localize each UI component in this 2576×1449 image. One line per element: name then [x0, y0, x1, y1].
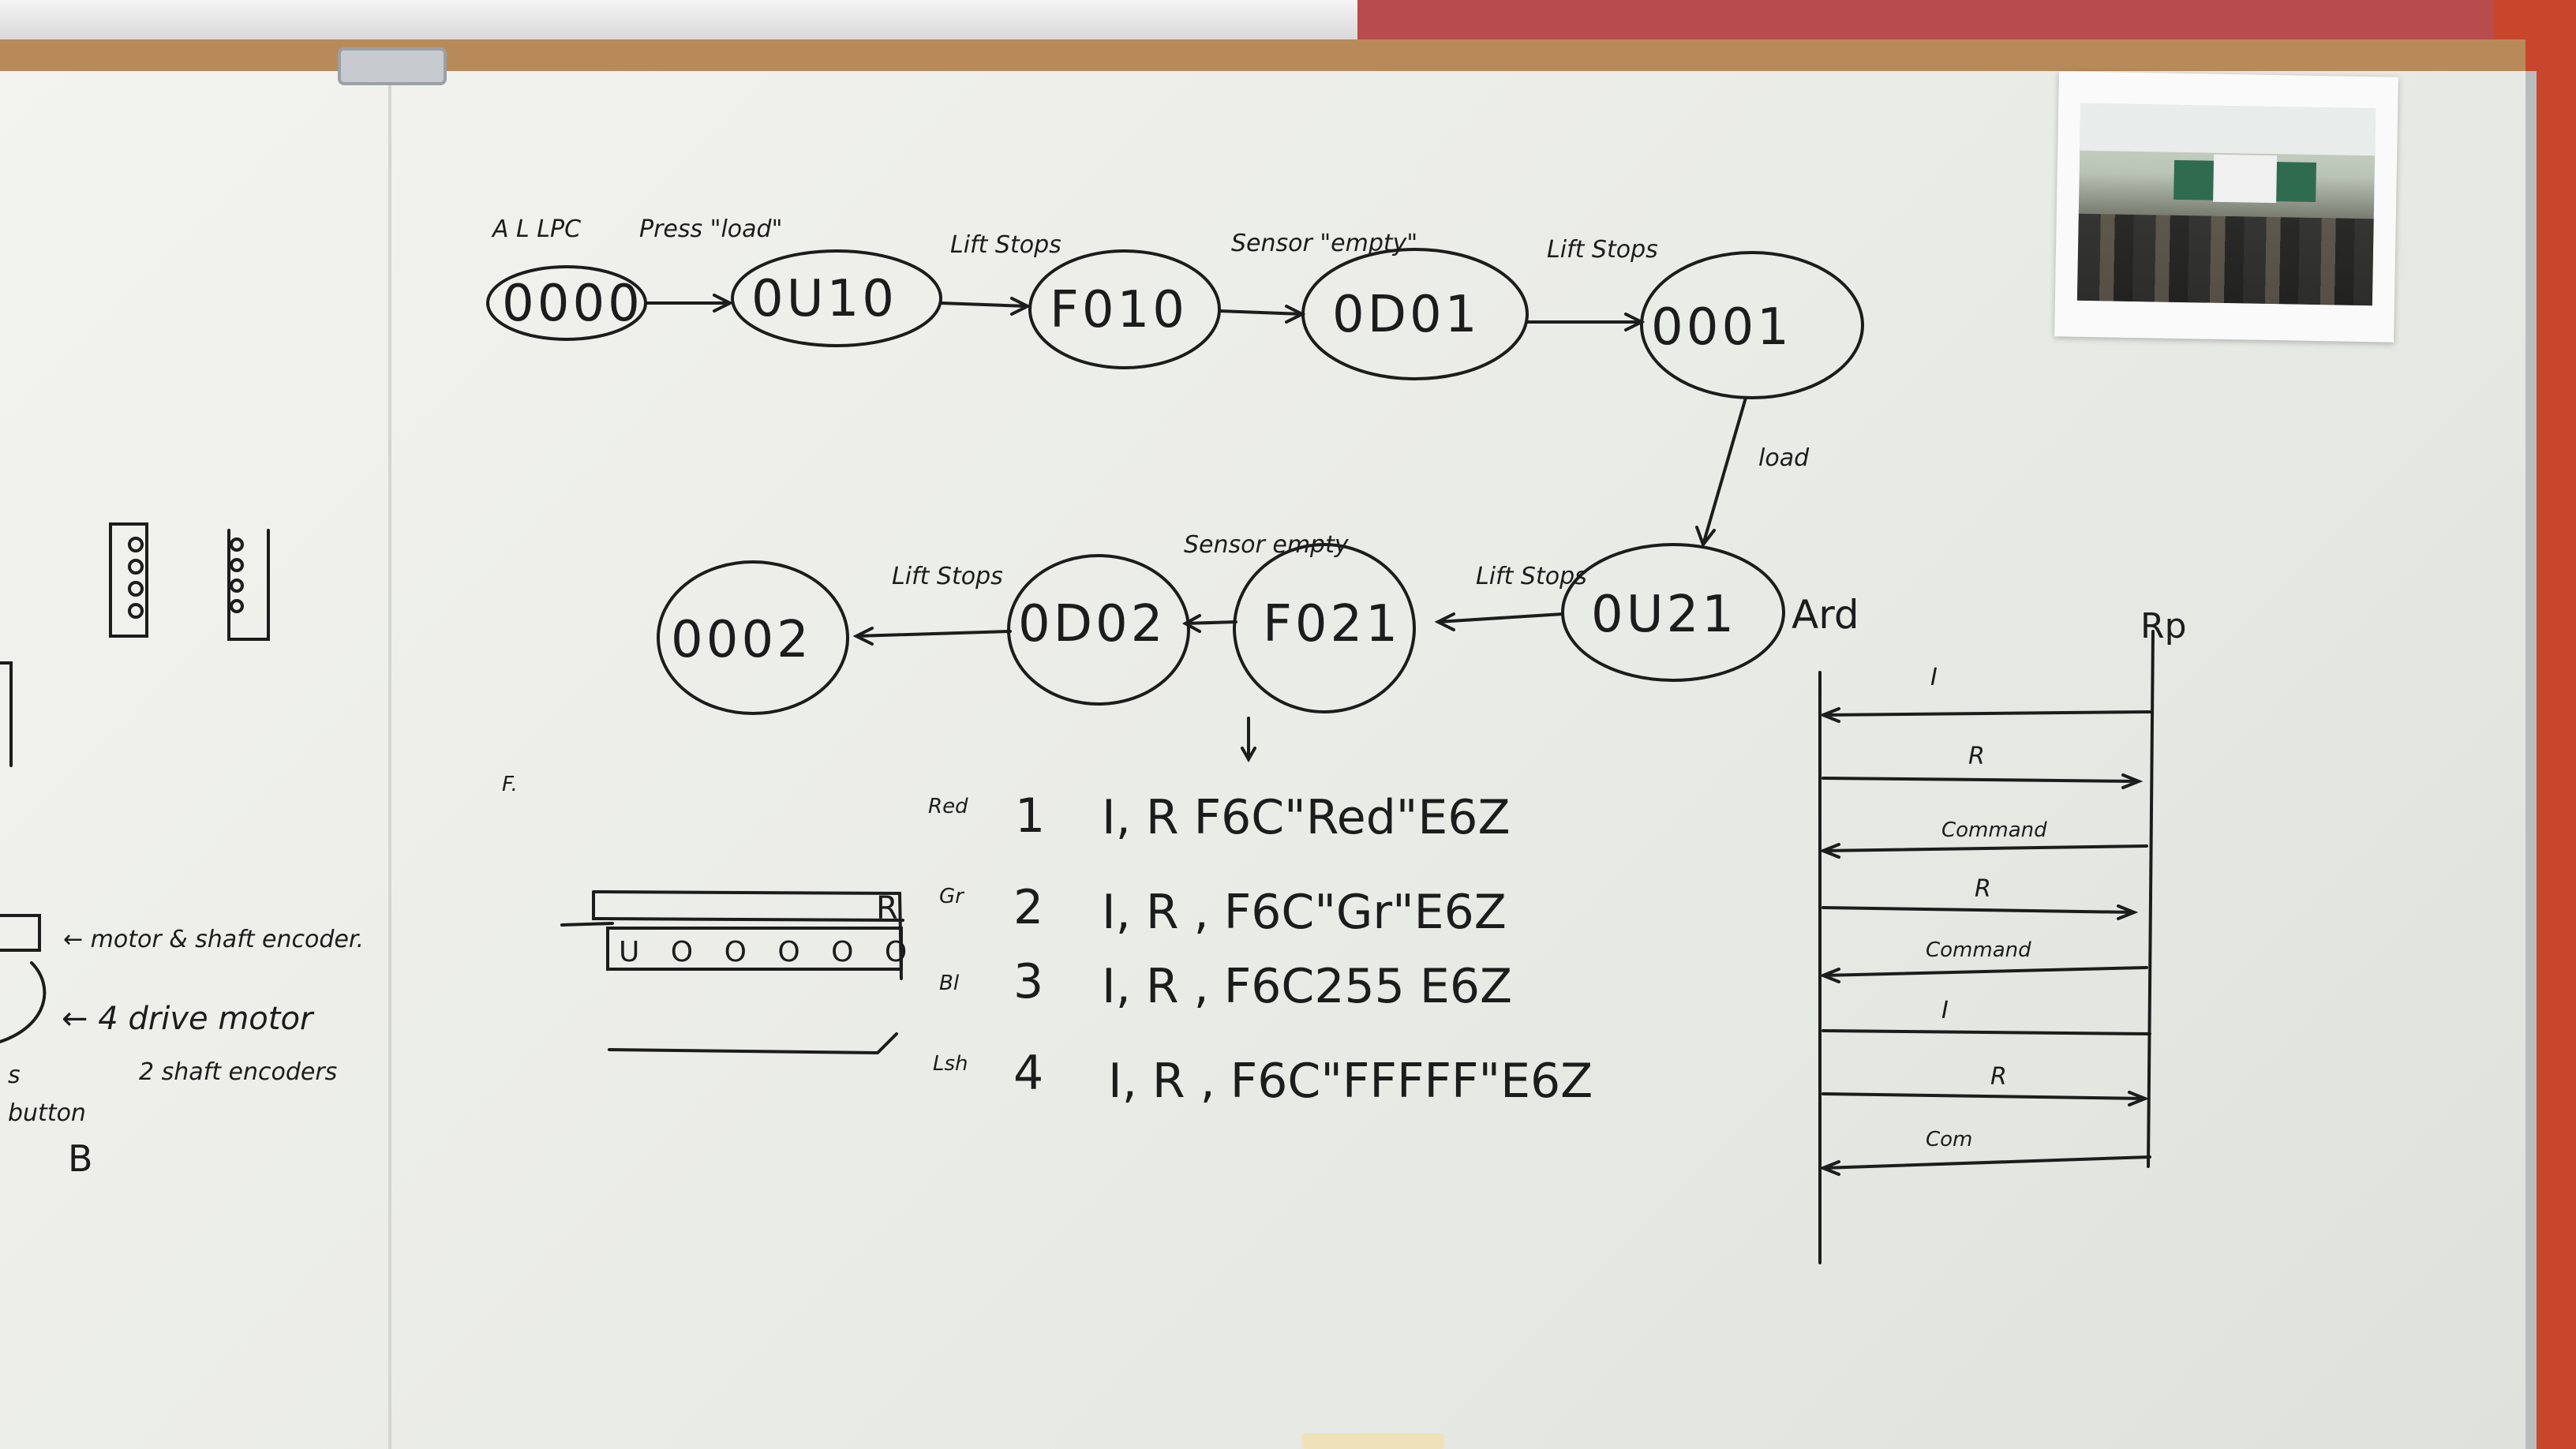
- transition-sensor-empty: Sensor "empty": [1231, 230, 1417, 257]
- note-s: s: [8, 1061, 21, 1089]
- note-motor: ← motor & shaft encoder.: [63, 926, 364, 953]
- state-0U21: 0U21: [1591, 586, 1737, 644]
- f-mark: F.: [502, 773, 518, 796]
- seq-msg-8: Com: [1926, 1128, 1972, 1151]
- note-b: B: [68, 1137, 93, 1180]
- row-cmd-2: I, R , F6C"Gr"E6Z: [1102, 885, 1507, 940]
- transition-lift-stops-4: Lift Stops: [892, 563, 1003, 590]
- row-color-red: Red: [928, 795, 968, 818]
- note-encoders: 2 shaft encoders: [139, 1058, 337, 1086]
- row-num-3: 3: [1013, 954, 1043, 1009]
- state-node-F021: [1233, 543, 1416, 713]
- seq-msg-7: R: [1990, 1063, 2007, 1091]
- state-0000: 0000: [502, 275, 643, 333]
- seq-msg-2: R: [1968, 743, 1985, 770]
- rpi-label: Rp: [2140, 606, 2187, 646]
- transition-lift-stops-3: Lift Stops: [1476, 563, 1587, 590]
- transition-load: load: [1758, 444, 1810, 472]
- map-clip: [338, 47, 447, 85]
- track-letter: R: [876, 890, 898, 927]
- seq-msg-4: R: [1975, 875, 1991, 903]
- transition-press-load: Press "load": [639, 215, 782, 243]
- row-cmd-1: I, R F6C"Red"E6Z: [1102, 790, 1511, 845]
- ard-label: Ard: [1792, 592, 1859, 638]
- board-divider: [388, 71, 391, 1449]
- row-color-lsh: Lsh: [933, 1052, 968, 1076]
- row-num-1: 1: [1015, 788, 1045, 844]
- state-node-F010: [1028, 249, 1221, 369]
- start-label: A L LPC: [491, 215, 581, 243]
- seq-msg-6: I: [1941, 997, 1949, 1024]
- seq-msg-5: Command: [1926, 938, 2031, 962]
- state-0U10: 0U10: [751, 270, 897, 328]
- row-num-4: 4: [1013, 1046, 1043, 1101]
- state-0001: 0001: [1651, 298, 1792, 357]
- row-num-2: 2: [1013, 880, 1043, 935]
- row-cmd-3: I, R , F6C255 E6Z: [1102, 959, 1512, 1014]
- state-0D01: 0D01: [1332, 286, 1480, 344]
- note-drive: ← 4 drive motor: [62, 1001, 315, 1037]
- transition-lift-stops-2: Lift Stops: [1547, 236, 1658, 264]
- marker-tray: [1302, 1433, 1444, 1449]
- state-node-0001: [1640, 251, 1864, 399]
- transition-sensor-empty-2: Sensor empty: [1184, 531, 1350, 559]
- row-color-bl: Bl: [939, 972, 960, 995]
- transition-lift-stops-1: Lift Stops: [950, 231, 1061, 259]
- state-F010: F010: [1050, 281, 1188, 339]
- track-circles: U O O O O O: [619, 936, 918, 968]
- state-node-0002: [657, 560, 849, 715]
- seq-msg-3: Command: [1941, 818, 2047, 842]
- state-F021: F021: [1263, 595, 1401, 653]
- state-0D02: 0D02: [1018, 595, 1166, 653]
- note-button: button: [8, 1099, 86, 1127]
- row-cmd-4: I, R , F6C"FFFFF"E6Z: [1108, 1054, 1593, 1109]
- row-color-gr: Gr: [939, 885, 965, 908]
- seq-msg-1: I: [1930, 664, 1938, 691]
- state-0002: 0002: [671, 611, 812, 669]
- state-node-0U10: [731, 249, 942, 347]
- state-node-0D02: [1007, 554, 1190, 706]
